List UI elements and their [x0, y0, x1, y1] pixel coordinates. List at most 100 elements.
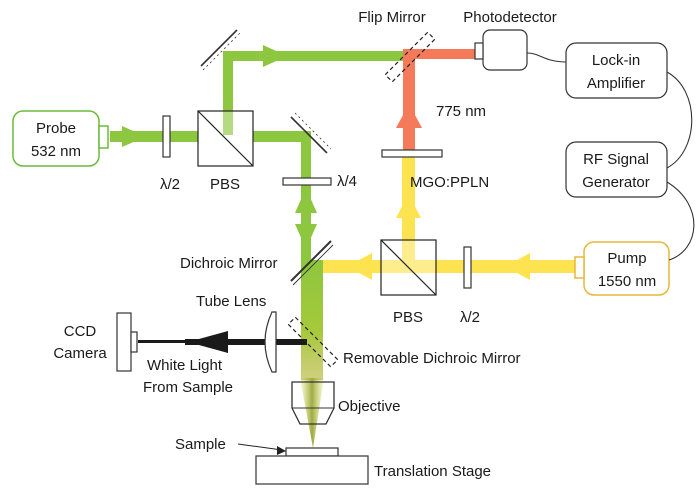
lockin-box [565, 42, 668, 99]
translation-stage [255, 455, 369, 485]
probe-beam-segment [253, 131, 310, 142]
rf-label-2: Generator [582, 174, 650, 191]
white-light-line [185, 339, 307, 345]
pump-aperture [574, 256, 585, 279]
white-light-label-2: From Sample [143, 379, 233, 396]
ccd-label: CCD [64, 323, 97, 340]
probe-source: Probe 532 nm [12, 110, 109, 167]
removable-dichroic-mirror: Removable Dichroic Mirror [287, 316, 521, 368]
probe-aperture [98, 125, 109, 149]
mirror-hatch [294, 112, 332, 150]
white-light-line [138, 340, 188, 343]
probe-beam [110, 45, 413, 261]
tube-lens-body [264, 311, 277, 373]
mirror-surface [290, 116, 328, 154]
dichroic-surface [290, 240, 332, 282]
probe-label: Probe [36, 120, 76, 137]
pump-arrow [347, 253, 372, 280]
waveplate [463, 246, 472, 289]
rf-signal-generator: RF Signal Generator [565, 141, 668, 198]
ccd-body [116, 312, 132, 372]
mgo-ppln-crystal: MGO:PPLN [381, 149, 489, 191]
crystal-label: MGO:PPLN [410, 174, 489, 191]
pbs-probe-label: PBS [210, 176, 240, 193]
lockin-amplifier: Lock-in Amplifier [565, 42, 668, 99]
mirror-hatch [202, 31, 242, 71]
translation-stage-label: Translation Stage [374, 463, 491, 480]
cables [526, 52, 695, 261]
dichroic-label: Dichroic Mirror [180, 255, 278, 272]
half-wave-pump-label: λ/2 [460, 309, 480, 326]
photodetector-body [482, 29, 528, 71]
sample-pointer [237, 443, 283, 451]
sample [285, 447, 339, 457]
sample-label: Sample [175, 436, 226, 453]
rf-box [565, 141, 668, 198]
fold-mirror-right [290, 112, 332, 154]
half-wave-plate-pump: λ/2 [460, 246, 480, 326]
tube-lens-label: Tube Lens [196, 293, 266, 310]
quarter-wave-plate: λ/4 [282, 173, 357, 190]
objective-beam [300, 260, 324, 448]
fold-mirror-top [200, 29, 242, 71]
quarter-wave-label: λ/4 [337, 173, 357, 190]
rf-pump-cable [666, 181, 695, 261]
photodetector-cable [526, 52, 567, 63]
pump-label: Pump [607, 250, 646, 267]
objective-lens: Objective [291, 381, 401, 425]
waveplate [162, 115, 171, 158]
probe-wavelength: 532 nm [31, 143, 81, 160]
objective-beam-segment [301, 260, 323, 380]
lockin-label-2: Amplifier [587, 75, 645, 92]
objective-beam-focus [300, 378, 324, 448]
photodetector: Photodetector [463, 9, 557, 71]
probe-beam-segment [223, 51, 413, 61]
white-light-beam [138, 331, 307, 353]
dichroic-back [292, 244, 334, 286]
probe-arrow [295, 188, 317, 213]
tube-lens: Tube Lens [196, 293, 277, 373]
shg-wavelength-label: 775 nm [436, 103, 486, 120]
pump-source: Pump 1550 nm [574, 241, 670, 296]
removable-dichroic-label: Removable Dichroic Mirror [343, 350, 521, 367]
pump-beam [312, 150, 580, 280]
rf-label: RF Signal [583, 151, 649, 168]
pbs-pump: PBS [380, 239, 437, 326]
photodetector-window [474, 42, 484, 60]
photodetector-label: Photodetector [463, 9, 556, 26]
objective-label: Objective [338, 398, 401, 415]
lockin-rf-cable [666, 71, 693, 169]
ccd-sensor [130, 331, 138, 353]
waveplate [282, 177, 332, 186]
probe-beam-segment [223, 55, 233, 135]
ccd-label-2: Camera [53, 345, 107, 362]
pbs-probe-diagonal [197, 110, 254, 167]
probe-beam-segment [110, 131, 198, 142]
white-light-arrow [188, 331, 228, 353]
sample-pointer-head [277, 446, 286, 455]
half-wave-plate-probe: λ/2 [160, 115, 180, 193]
pbs-probe: PBS [197, 110, 254, 193]
probe-arrow [295, 224, 317, 249]
mirror-surface [200, 29, 238, 67]
removable-dichroic-body [287, 316, 339, 368]
flip-mirror-body [384, 31, 436, 83]
shg-arrow [396, 104, 422, 128]
half-wave-probe-label: λ/2 [160, 176, 180, 193]
crystal-body [381, 149, 443, 158]
pbs-pump-label: PBS [393, 309, 423, 326]
ccd-camera: CCD Camera [53, 312, 138, 372]
pump-arrow [505, 253, 530, 280]
sample-stage: Sample Translation Stage [175, 436, 491, 485]
lockin-label: Lock-in [592, 52, 640, 69]
pump-wavelength: 1550 nm [598, 273, 656, 290]
shg-beam-segment [403, 49, 477, 59]
probe-arrow [263, 45, 287, 67]
dichroic-mirror: Dichroic Mirror [180, 240, 334, 286]
pump-arrow [396, 194, 421, 218]
flip-mirror: Flip Mirror [358, 9, 436, 83]
pbs-pump-diagonal [380, 239, 437, 296]
white-light-label: White Light [147, 357, 223, 374]
flip-mirror-label: Flip Mirror [358, 9, 426, 26]
